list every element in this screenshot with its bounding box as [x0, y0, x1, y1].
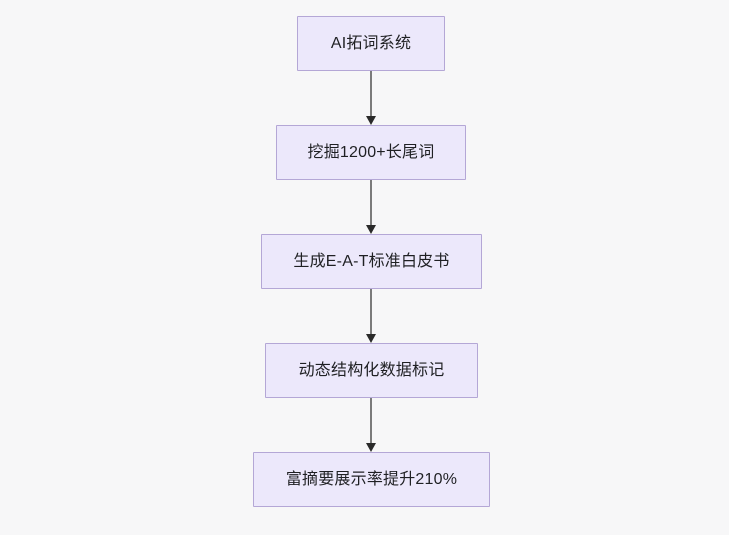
edge-line — [370, 398, 372, 443]
flow-node-label: 生成E-A-T标准白皮书 — [293, 252, 450, 270]
flow-node-2[interactable]: 挖掘1200+长尾词 — [276, 125, 466, 180]
flow-node-label: 动态结构化数据标记 — [298, 361, 445, 379]
arrowhead-icon — [366, 116, 376, 125]
edge-line — [370, 180, 372, 225]
arrowhead-icon — [366, 334, 376, 343]
edge-line — [370, 289, 372, 334]
edge-line — [370, 71, 372, 116]
flow-node-label: AI拓词系统 — [330, 34, 412, 52]
arrowhead-icon — [366, 225, 376, 234]
arrowhead-icon — [366, 443, 376, 452]
flow-node-label: 富摘要展示率提升210% — [285, 470, 458, 488]
flow-node-4[interactable]: 动态结构化数据标记 — [265, 343, 478, 398]
flow-node-1[interactable]: AI拓词系统 — [297, 16, 445, 71]
flow-node-5[interactable]: 富摘要展示率提升210% — [253, 452, 490, 507]
flow-node-label: 挖掘1200+长尾词 — [307, 143, 435, 161]
flow-node-3[interactable]: 生成E-A-T标准白皮书 — [261, 234, 482, 289]
